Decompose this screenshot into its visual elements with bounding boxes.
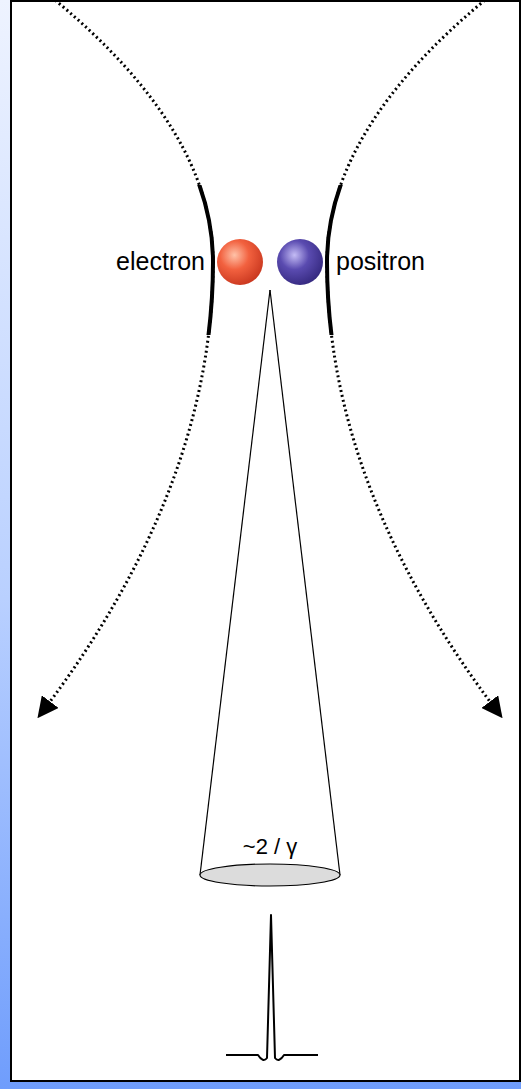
particle-label: positron — [336, 248, 425, 276]
radiation-cone — [200, 290, 340, 886]
electron-sphere — [217, 239, 263, 285]
angle-label: ~2 / γ — [243, 835, 297, 859]
positron-sphere — [277, 239, 323, 285]
pulse-waveform — [226, 915, 318, 1060]
cone-edge — [270, 290, 340, 875]
positron-trajectory — [327, 0, 500, 715]
cone-base — [200, 864, 340, 886]
particle-label: electron — [116, 248, 205, 276]
solid-path — [40, 185, 213, 335]
electron-trajectory — [40, 0, 213, 715]
dotted-path — [327, 0, 500, 715]
cone-edge — [200, 290, 270, 875]
dotted-path — [40, 0, 213, 715]
solid-path — [327, 185, 500, 335]
white-frame — [10, 0, 521, 1082]
